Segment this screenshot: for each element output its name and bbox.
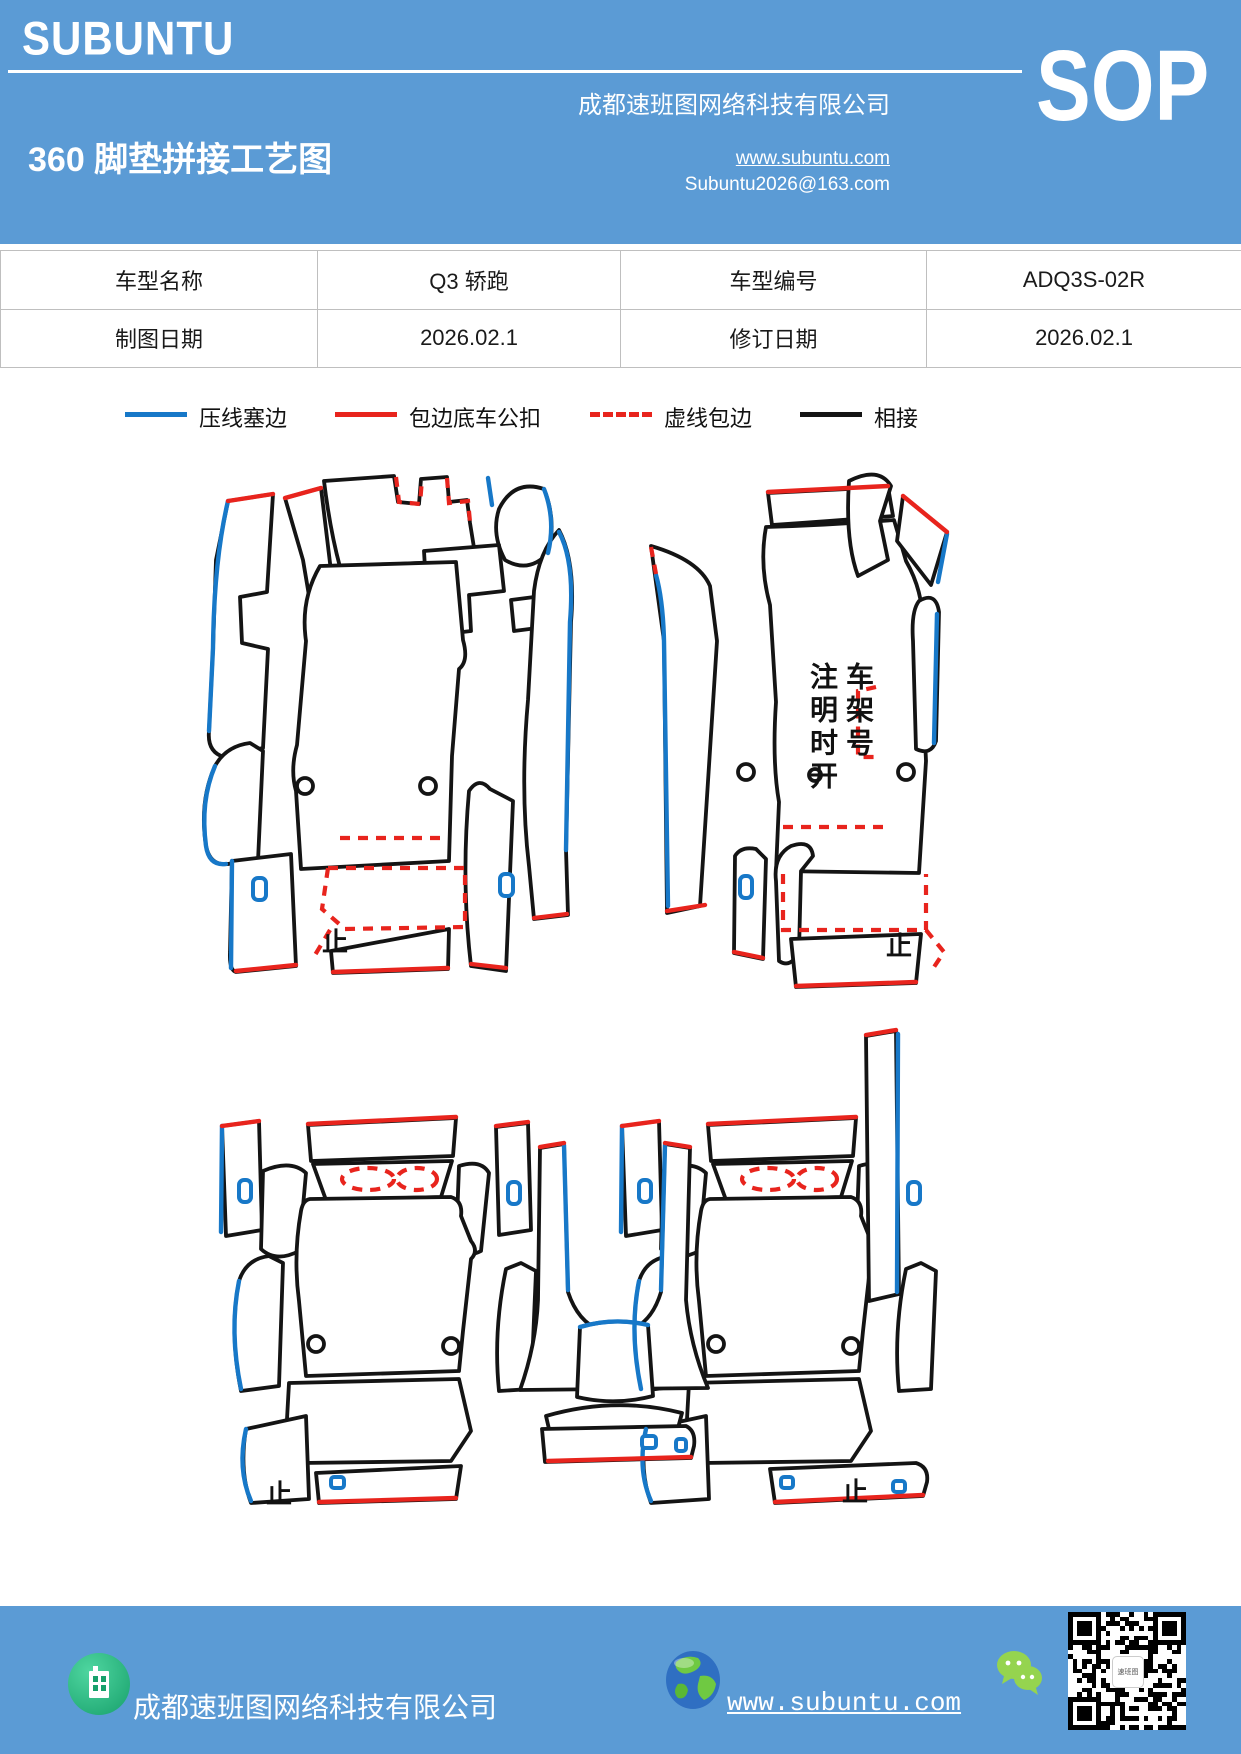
rear-right-tall-piece <box>864 1029 901 1303</box>
rear-right-strip <box>768 1461 930 1505</box>
buttonhole <box>891 1479 907 1494</box>
stop-mark: 止 <box>842 1478 869 1507</box>
company-badge-icon <box>68 1653 130 1715</box>
legend-line-black <box>800 412 862 417</box>
model-name-label: 车型名称 <box>0 250 318 310</box>
legend-label-join: 相接 <box>874 406 919 431</box>
diagram-rear-left-set <box>220 1116 538 1505</box>
fixing-hole <box>706 1334 726 1354</box>
brand-logo: SUBUNTU <box>22 12 235 65</box>
buttonhole <box>506 1180 522 1206</box>
model-code-label: 车型编号 <box>620 250 927 310</box>
sop-label: SOP <box>1036 30 1210 142</box>
vin-circle <box>807 767 823 783</box>
model-code-value: ADQ3S-02R <box>926 250 1241 310</box>
binding-edges <box>219 483 950 1505</box>
header-banner: SUBUNTU 360 脚垫拼接工艺图 成都速班图网络科技有限公司 www.su… <box>0 0 1241 244</box>
buttonhole <box>906 1180 922 1206</box>
buttonhole <box>329 1475 346 1490</box>
fixing-hole <box>736 762 756 782</box>
legend-label-press: 压线塞边 <box>199 406 288 431</box>
dashed-binding-lines <box>313 476 947 1193</box>
vin-annotation-col1: 注明时开 <box>806 662 837 794</box>
globe-icon <box>664 1650 722 1715</box>
fixing-hole <box>295 776 315 796</box>
footer-website-link[interactable]: www.subuntu.com <box>727 1688 962 1718</box>
legend-line-red <box>335 412 397 417</box>
revise-date-label: 修订日期 <box>620 308 927 368</box>
fixing-hole <box>441 1336 461 1356</box>
company-name: 成都速班图网络科技有限公司 <box>578 92 890 119</box>
revise-date-value: 2026.02.1 <box>926 308 1241 368</box>
legend-line-dashed <box>590 412 652 417</box>
vin-annotation: 注明时开 车架号 <box>806 662 873 794</box>
qr-center-logo: 速班图 <box>1112 1656 1144 1688</box>
diagram-front-left-set <box>201 474 575 975</box>
buttonhole <box>674 1437 688 1453</box>
buttonhole <box>779 1475 795 1490</box>
vin-annotation-col2: 车架号 <box>842 662 873 761</box>
qr-code: 速班图 <box>1068 1612 1186 1730</box>
draw-date-label: 制图日期 <box>0 308 318 368</box>
wechat-icon <box>994 1648 1046 1703</box>
stop-mark: 止 <box>266 1480 293 1509</box>
fixing-hole <box>841 1336 861 1356</box>
buttonhole <box>237 1178 253 1204</box>
fixing-hole <box>418 776 438 796</box>
email-text: Subuntu2026@163.com <box>684 174 890 195</box>
page-title: 360 脚垫拼接工艺图 <box>28 141 333 179</box>
fixing-hole <box>896 762 916 782</box>
diagram-center-tunnel <box>518 1142 710 1464</box>
vehicle-info-table: 车型名称 Q3 轿跑 车型编号 ADQ3S-02R 制图日期 2026.02.1… <box>0 250 1241 368</box>
footer-banner <box>0 1606 1241 1754</box>
website-link[interactable]: www.subuntu.com <box>735 148 890 169</box>
footer-company-name: 成都速班图网络科技有限公司 <box>133 1692 498 1723</box>
draw-date-value: 2026.02.1 <box>317 308 621 368</box>
legend-label-dash: 虚线包边 <box>664 406 753 431</box>
table-row: 车型名称 Q3 轿跑 车型编号 ADQ3S-02R <box>0 250 1241 310</box>
stop-mark: 止 <box>886 932 913 961</box>
fixing-hole <box>306 1334 326 1354</box>
buttonhole <box>251 876 268 902</box>
buttonhole <box>637 1178 653 1204</box>
diagram-front-right-set <box>649 472 949 989</box>
header-divider <box>8 70 1022 73</box>
buttonhole <box>640 1434 658 1450</box>
buttonhole <box>738 874 754 900</box>
press-line-edges <box>202 475 950 1504</box>
table-row: 制图日期 2026.02.1 修订日期 2026.02.1 <box>0 308 1241 368</box>
legend-line-blue <box>125 412 187 417</box>
header-contact-block: 成都速班图网络科技有限公司 www.subuntu.com Subuntu202… <box>560 92 890 196</box>
buttonhole <box>498 872 515 898</box>
legend-label-bind: 包边底车公扣 <box>409 406 542 431</box>
stop-mark: 止 <box>322 928 349 957</box>
model-name-value: Q3 轿跑 <box>317 250 621 310</box>
